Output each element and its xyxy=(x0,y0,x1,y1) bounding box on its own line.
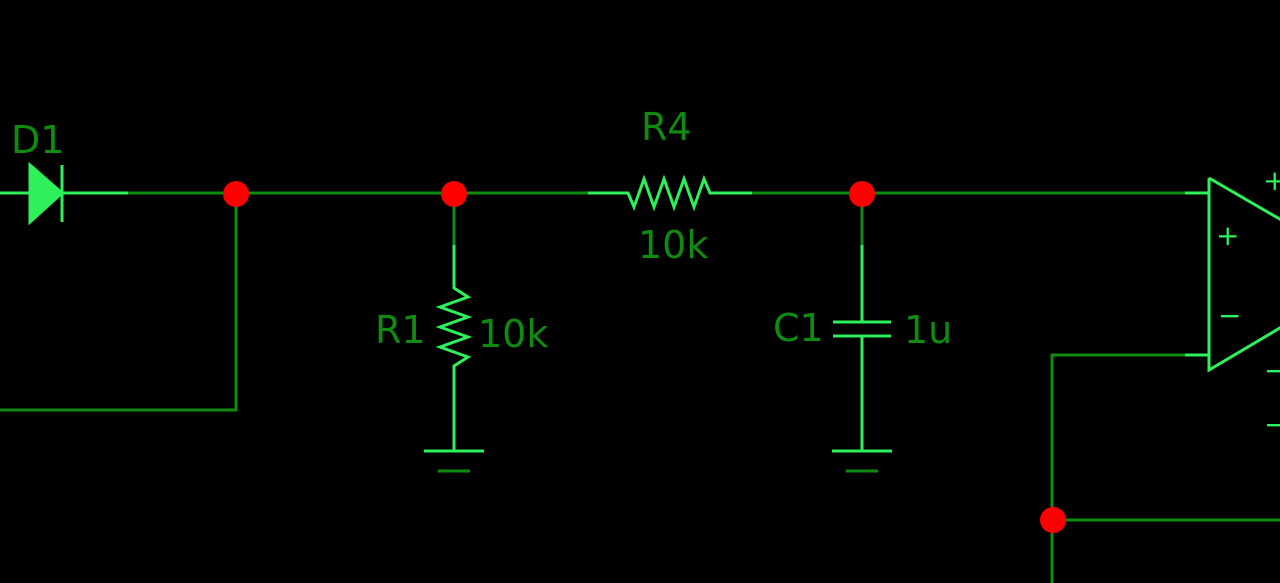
opamp-body xyxy=(1207,176,1280,373)
opamp-right-plus-sign: + xyxy=(1263,164,1280,197)
junction-node-3[interactable] xyxy=(849,181,875,207)
junction-node-4[interactable] xyxy=(1040,507,1066,533)
capacitor-c1[interactable]: C1 1u xyxy=(773,245,952,451)
junction-node-2[interactable] xyxy=(441,181,467,207)
resistor-r1-value-label: 10k xyxy=(478,312,548,356)
junctions xyxy=(223,181,1066,533)
resistor-r4-ref-label: R4 xyxy=(641,105,692,149)
wire-feedback-loop[interactable] xyxy=(1050,353,1185,583)
diode-d1-triangle xyxy=(28,161,65,226)
resistor-r4-value-label: 10k xyxy=(638,223,708,267)
opamp-right-minus-sign-2: − xyxy=(1264,408,1280,441)
resistor-r4-body xyxy=(588,174,752,212)
diode-d1[interactable]: D1 xyxy=(0,118,128,226)
wires xyxy=(0,191,1280,583)
capacitor-c1-ref-label: C1 xyxy=(773,306,824,350)
diode-d1-ref-label: D1 xyxy=(11,118,64,162)
resistor-r1-body xyxy=(435,245,473,451)
junction-node-1[interactable] xyxy=(223,181,249,207)
ground-c1 xyxy=(832,449,892,473)
resistor-r1[interactable]: R1 10k xyxy=(375,245,548,451)
wire-junction1-down-left[interactable] xyxy=(0,193,238,412)
capacitor-c1-value-label: 1u xyxy=(904,308,952,352)
ground-r1 xyxy=(424,449,484,473)
opamp[interactable]: + − + − − xyxy=(1185,164,1280,441)
opamp-right-minus-sign: − xyxy=(1264,354,1280,387)
opamp-minus-input-sign: − xyxy=(1218,299,1241,332)
opamp-plus-input-sign: + xyxy=(1216,219,1239,252)
resistor-r4[interactable]: R4 10k xyxy=(588,105,752,267)
resistor-r1-ref-label: R1 xyxy=(375,308,426,352)
